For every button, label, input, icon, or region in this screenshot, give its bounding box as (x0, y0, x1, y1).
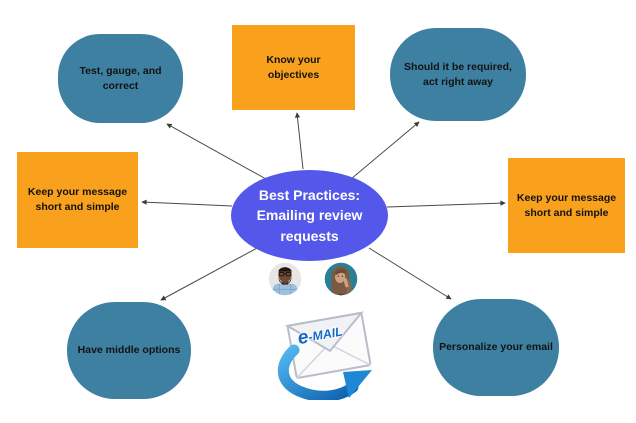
email-envelope-with-arrow-icon: e-MAIL (277, 311, 372, 400)
female-avatar-art (324, 262, 358, 296)
node-test-gauge-correct: Test, gauge, and correct (58, 34, 183, 123)
node-label: Should it be required, act right away (404, 60, 512, 88)
connector-line-bottom-right (368, 247, 452, 300)
center-node-best-practices: Best Practices: Emailing review requests (231, 170, 388, 261)
male-user-photo (268, 262, 302, 296)
connector-line-top-right (350, 121, 420, 180)
node-label: Have middle options (77, 344, 181, 357)
swoosh-arrow (277, 344, 372, 400)
node-have-middle-options: Have middle options (67, 302, 191, 399)
node-know-your-objectives: Know your objectives (232, 25, 355, 110)
connector-line-top-center (294, 112, 304, 170)
node-label: Keep your message short and simple (27, 186, 128, 213)
node-label: Test, gauge, and correct (79, 64, 162, 92)
email-icon-label: e-MAIL (296, 321, 344, 350)
node-label: Personalize your email (439, 341, 553, 354)
center-node-label: Best Practices: Emailing review requests (256, 187, 363, 244)
female-user-photo (324, 262, 358, 296)
node-keep-message-left: Keep your message short and simple (17, 152, 138, 248)
node-personalize-your-email: Personalize your email (433, 299, 559, 396)
envelope: e-MAIL (284, 311, 372, 379)
node-should-it-be-required: Should it be required, act right away (390, 28, 526, 121)
connector-line-top-left (166, 123, 267, 180)
node-keep-message-right: Keep your message short and simple (508, 158, 625, 253)
node-label: Know your objectives (266, 53, 321, 81)
connector-line-bottom-left (160, 246, 260, 301)
connector-line-middle-left (141, 199, 233, 207)
connector-line-middle-right (386, 200, 506, 208)
male-avatar-art (268, 262, 302, 296)
node-label: Keep your message short and simple (516, 191, 617, 219)
